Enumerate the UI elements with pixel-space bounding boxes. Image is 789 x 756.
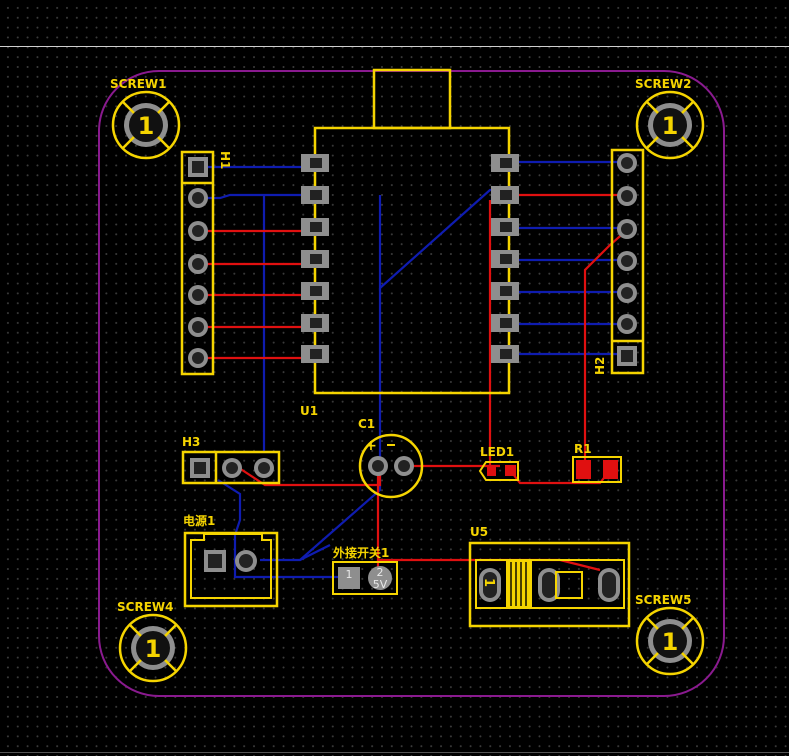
r1-label: R1 (574, 442, 592, 456)
screw2[interactable]: 1 (635, 90, 705, 160)
screw4-label: SCREW4 (117, 600, 173, 614)
h3-label: H3 (182, 435, 200, 449)
screw1[interactable]: 1 (111, 90, 181, 160)
top-layer-traces (198, 193, 628, 578)
resistor-r1[interactable] (572, 456, 622, 483)
switch-pin2: 2 (377, 566, 384, 579)
screw5[interactable]: 1 (635, 606, 705, 676)
module-u1[interactable] (301, 68, 519, 395)
screw1-pin: 1 (138, 112, 155, 140)
slide-switch-u5[interactable]: 1 (468, 541, 631, 628)
screw2-pin: 1 (662, 112, 679, 140)
screw5-pin: 1 (662, 628, 679, 656)
led-led1[interactable] (478, 461, 519, 481)
ruler-line-bottom (0, 752, 789, 753)
led1-label: LED1 (480, 445, 514, 459)
u5-label: U5 (470, 525, 488, 539)
screw4-pin: 1 (145, 635, 162, 663)
u1-label: U1 (300, 404, 318, 418)
header-h2[interactable] (610, 148, 645, 375)
header-h1[interactable] (180, 150, 215, 376)
power-connector[interactable] (183, 531, 279, 608)
power-label: 电源1 (183, 513, 215, 528)
external-switch[interactable]: 1 2 5V (332, 561, 398, 595)
screw5-label: SCREW5 (635, 593, 691, 607)
u5-pin-marker: 1 (481, 578, 496, 587)
capacitor-c1[interactable]: + (358, 433, 424, 499)
header-h3[interactable] (181, 450, 281, 485)
screw4[interactable]: 1 (118, 613, 188, 683)
ext-switch-label: 外接开关1 (333, 545, 389, 560)
bottom-layer-traces (198, 160, 627, 579)
switch-pin2-net: 5V (373, 578, 388, 591)
screw2-label: SCREW2 (635, 77, 691, 91)
c1-polarity: + (365, 438, 377, 454)
c1-label: C1 (358, 417, 375, 431)
switch-pin1: 1 (346, 568, 353, 581)
h2-label: H2 (593, 357, 607, 375)
ruler-line-top (0, 46, 789, 47)
h1-label: H1 (218, 151, 232, 169)
screw1-label: SCREW1 (110, 77, 166, 91)
